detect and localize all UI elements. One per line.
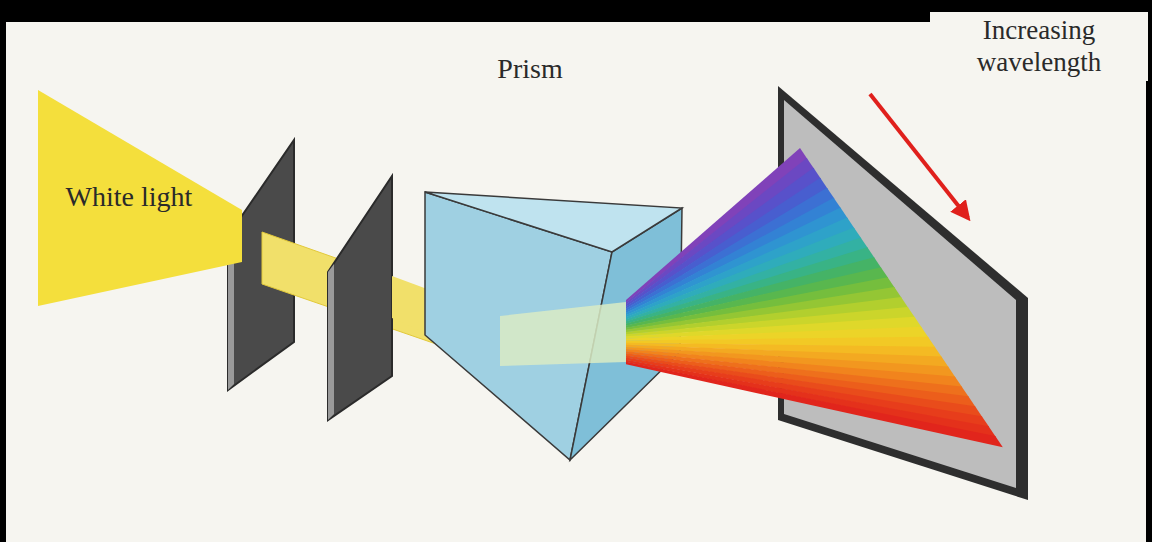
part-name: Prism (470, 52, 590, 86)
slit-plate-edge (328, 264, 334, 420)
wavelength-arrow (870, 94, 968, 218)
spectrum-band (626, 362, 1003, 447)
paper-ground (6, 22, 1146, 542)
beam-label: White light (64, 179, 194, 214)
axis-note: Increasing wavelength (930, 12, 1148, 81)
light-source-beam: White light (38, 88, 242, 308)
slit-plate (328, 176, 392, 420)
white-light-beam (38, 90, 242, 306)
